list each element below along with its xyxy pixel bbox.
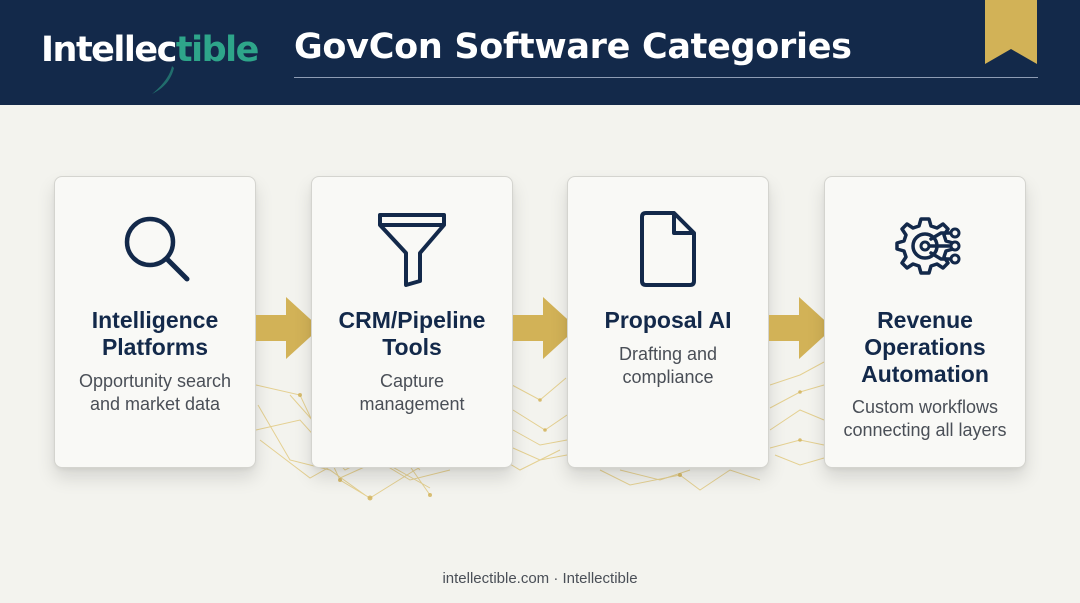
flow-arrow-icon xyxy=(256,297,320,359)
funnel-icon xyxy=(378,213,446,287)
gear-circuit-icon xyxy=(895,217,961,275)
bookmark-ribbon-icon xyxy=(985,0,1037,64)
flow-arrow-icon xyxy=(769,297,833,359)
flow-arrow-icon xyxy=(513,297,577,359)
search-icon xyxy=(124,216,190,282)
page-title: GovCon Software Categories xyxy=(294,27,852,67)
logo-swoosh-icon xyxy=(152,66,174,94)
document-icon xyxy=(640,211,696,287)
brand-logo[interactable]: Intellectible xyxy=(41,30,260,70)
logo-text-main: Intellec xyxy=(41,30,177,70)
header-bar: Intellectible GovCon Software Categories xyxy=(0,0,1080,105)
card-title: Proposal AI xyxy=(604,307,732,333)
title-divider xyxy=(294,77,1038,78)
footer-text: intellectible.com · Intellectible xyxy=(442,570,638,587)
logo-text-accent: tible xyxy=(175,30,260,70)
